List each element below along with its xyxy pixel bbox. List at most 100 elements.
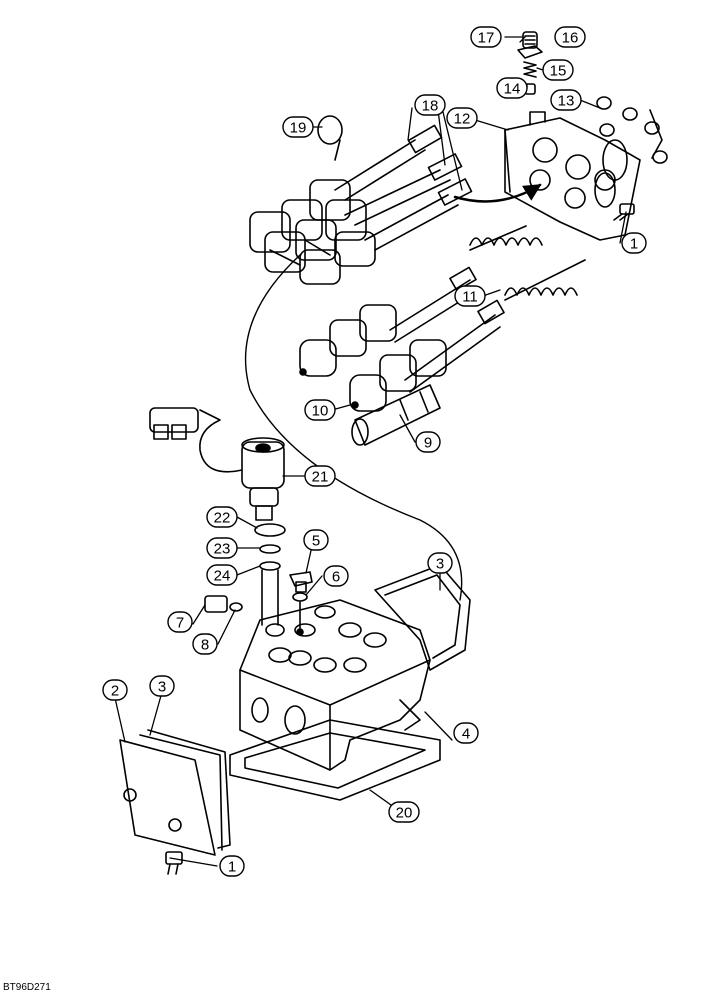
callout-c1a: 1 (219, 855, 245, 877)
bolt-top (613, 203, 635, 221)
plug-set (596, 96, 668, 164)
cover-plate (119, 729, 231, 856)
callout-bubble (102, 679, 128, 701)
callout-number: 3 (436, 556, 444, 573)
callout-number: 4 (462, 726, 470, 743)
callout-c20: 20 (388, 801, 420, 823)
callout-c23: 23 (206, 537, 238, 559)
callout-c18: 18 (414, 94, 446, 116)
callout-bubble (206, 537, 238, 559)
callout-c17: 17 (470, 26, 502, 48)
callout-bubble (149, 675, 175, 697)
parts-14-17-stack (517, 31, 543, 95)
callout-c9: 9 (415, 431, 441, 453)
callout-bubble (550, 89, 582, 111)
callout-c13: 13 (550, 89, 582, 111)
callout-number: 19 (290, 120, 307, 137)
callout-c19: 19 (282, 116, 314, 138)
callout-bubble (388, 801, 420, 823)
callout-number: 17 (478, 30, 495, 47)
callout-bubble (282, 116, 314, 138)
callout-bubble (192, 633, 218, 655)
callout-number: 1 (228, 859, 236, 876)
callout-bubble (414, 94, 446, 116)
callout-bubble (219, 855, 245, 877)
callout-c1b: 1 (621, 232, 647, 254)
callout-number: 22 (214, 510, 231, 527)
callout-number: 13 (558, 93, 575, 110)
callout-bubble (542, 59, 574, 81)
callout-c24: 24 (206, 564, 238, 586)
o-ring-23 (259, 544, 281, 554)
callout-bubble (453, 722, 479, 744)
o-ring-22 (254, 523, 286, 537)
callout-number: 7 (176, 615, 184, 632)
plug-5 (289, 571, 313, 631)
callout-c2: 2 (102, 679, 128, 701)
callout-c16: 16 (554, 26, 586, 48)
callout-bubble (167, 611, 193, 633)
callout-number: 9 (424, 435, 432, 452)
callout-c11: 11 (454, 285, 486, 307)
spool-sleeve (351, 384, 441, 446)
callout-c4: 4 (453, 722, 479, 744)
callout-number: 15 (550, 63, 567, 80)
callout-c14: 14 (496, 77, 528, 99)
callout-number: 16 (562, 30, 579, 47)
callout-number: 18 (422, 98, 439, 115)
callout-bubble (496, 77, 528, 99)
callout-c10: 10 (304, 399, 336, 421)
solenoid (149, 407, 285, 521)
figure-code: BT96D271 (3, 982, 51, 993)
callout-bubble (323, 565, 349, 587)
snap-ring (317, 115, 343, 145)
callout-number: 5 (312, 533, 320, 550)
callout-bubble (303, 529, 329, 551)
callout-number: 14 (504, 81, 521, 98)
callout-bubble (427, 552, 453, 574)
callout-number: 21 (312, 469, 329, 486)
callout-c6: 6 (323, 565, 349, 587)
callout-bubble (304, 399, 336, 421)
callout-number: 24 (214, 568, 231, 585)
callout-number: 3 (158, 679, 166, 696)
springs (469, 225, 586, 301)
callout-number: 23 (214, 541, 231, 558)
callout-bubble (454, 285, 486, 307)
callout-bubble (206, 564, 238, 586)
callout-c8: 8 (192, 633, 218, 655)
callout-number: 6 (332, 569, 340, 586)
spool-group (249, 124, 473, 285)
callout-c21: 21 (304, 465, 336, 487)
callout-c5: 5 (303, 529, 329, 551)
spools-10 (299, 266, 505, 412)
callout-number: 8 (201, 637, 209, 654)
callout-bubble (554, 26, 586, 48)
callout-c3b: 3 (427, 552, 453, 574)
callout-bubble (470, 26, 502, 48)
end-cap-housing (504, 111, 641, 241)
callout-bubble (206, 506, 238, 528)
bolt-bottom (165, 851, 183, 875)
callout-number: 10 (312, 403, 329, 420)
valve-body (239, 599, 431, 771)
callout-number: 1 (630, 236, 638, 253)
callout-c3a: 3 (149, 675, 175, 697)
callout-c15: 15 (542, 59, 574, 81)
callout-number: 20 (396, 805, 413, 822)
callout-c12: 12 (446, 107, 478, 129)
plug-7-8 (204, 595, 243, 613)
callout-number: 11 (462, 289, 478, 306)
callout-bubble (446, 107, 478, 129)
gasket-bottom (229, 719, 441, 801)
callout-c22: 22 (206, 506, 238, 528)
callout-number: 12 (454, 111, 471, 128)
callout-number: 2 (111, 683, 119, 700)
callout-bubble (621, 232, 647, 254)
callout-bubble (415, 431, 441, 453)
callout-bubble (304, 465, 336, 487)
o-ring-24 (259, 561, 281, 571)
